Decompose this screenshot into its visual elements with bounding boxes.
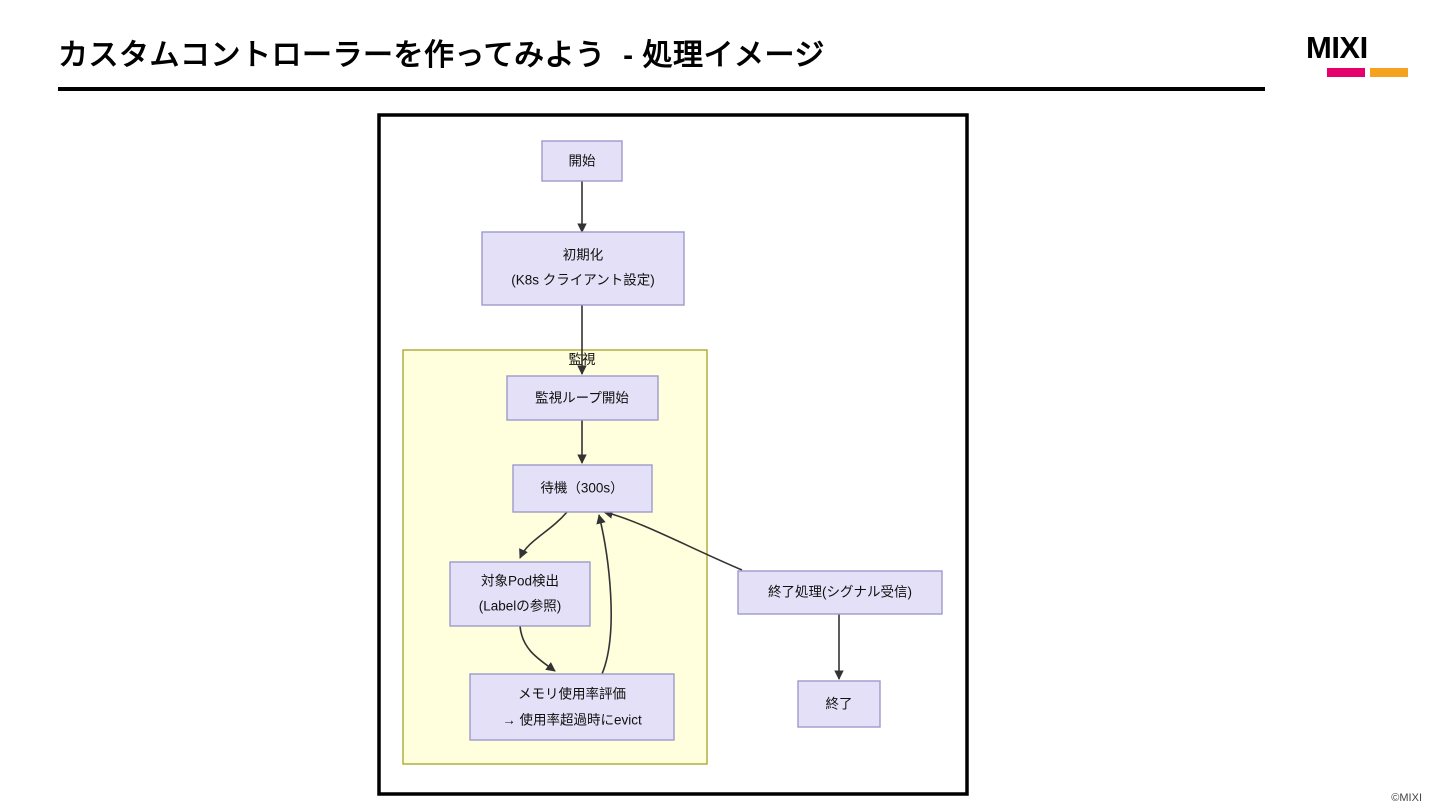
node-loop-start[interactable]: 監視ループ開始 — [506, 375, 659, 421]
node-detect-label-line-1: 対象Pod検出 — [481, 574, 559, 589]
node-init-label-line-1: 初期化 — [563, 247, 604, 263]
mixi-logo-pink-bar — [1327, 68, 1365, 77]
copyright-notice: ©MIXI — [1391, 792, 1422, 804]
mixi-wordmark: MIXI — [1306, 30, 1368, 65]
flowchart-svg: 監視 開始 初期化 (K8s クライアント設定) — [377, 113, 969, 796]
node-start-label-line-1: 開始 — [569, 154, 597, 169]
title-underline-rule — [58, 87, 1265, 91]
node-loop-start-label-line-1: 監視ループ開始 — [535, 390, 629, 406]
node-init[interactable]: 初期化 (K8s クライアント設定) — [481, 231, 685, 306]
edge-evaluate-to-wait — [596, 514, 612, 675]
node-wait-label-line-1: 待機（300s） — [540, 481, 623, 496]
node-evaluate-label-line-2: → 使用率超過時にevict — [502, 712, 642, 728]
node-end-label-line-1: 終了 — [826, 697, 853, 712]
mixi-logo: MIXI — [1306, 30, 1410, 77]
slide-header: カスタムコントローラーを作ってみよう - 処理イメージ MIXI — [0, 0, 1440, 100]
node-detect[interactable]: 対象Pod検出 (Labelの参照) — [449, 561, 591, 627]
node-shutdown-label-line-1: 終了処理(シグナル受信) — [768, 585, 912, 600]
node-init-label-line-2: (K8s クライアント設定) — [511, 273, 654, 288]
mixi-logo-orange-bar — [1370, 68, 1408, 77]
edge-detect-to-evaluate — [519, 625, 556, 672]
node-end[interactable]: 終了 — [797, 680, 881, 728]
node-evaluate[interactable]: メモリ使用率評価 → 使用率超過時にevict — [469, 673, 675, 741]
node-detect-label-line-2: (Labelの参照) — [479, 598, 562, 614]
node-evaluate-label-line-1: メモリ使用率評価 — [518, 686, 626, 702]
node-wait[interactable]: 待機（300s） — [512, 464, 653, 513]
node-start[interactable]: 開始 — [541, 140, 623, 182]
process-flow-diagram: 監視 開始 初期化 (K8s クライアント設定) — [370, 108, 980, 798]
edge-wait-to-detect — [519, 511, 568, 559]
node-shutdown[interactable]: 終了処理(シグナル受信) — [737, 570, 943, 615]
edge-shutdown-to-wait — [603, 509, 743, 571]
page-title: カスタムコントローラーを作ってみよう - 処理イメージ — [58, 39, 825, 72]
